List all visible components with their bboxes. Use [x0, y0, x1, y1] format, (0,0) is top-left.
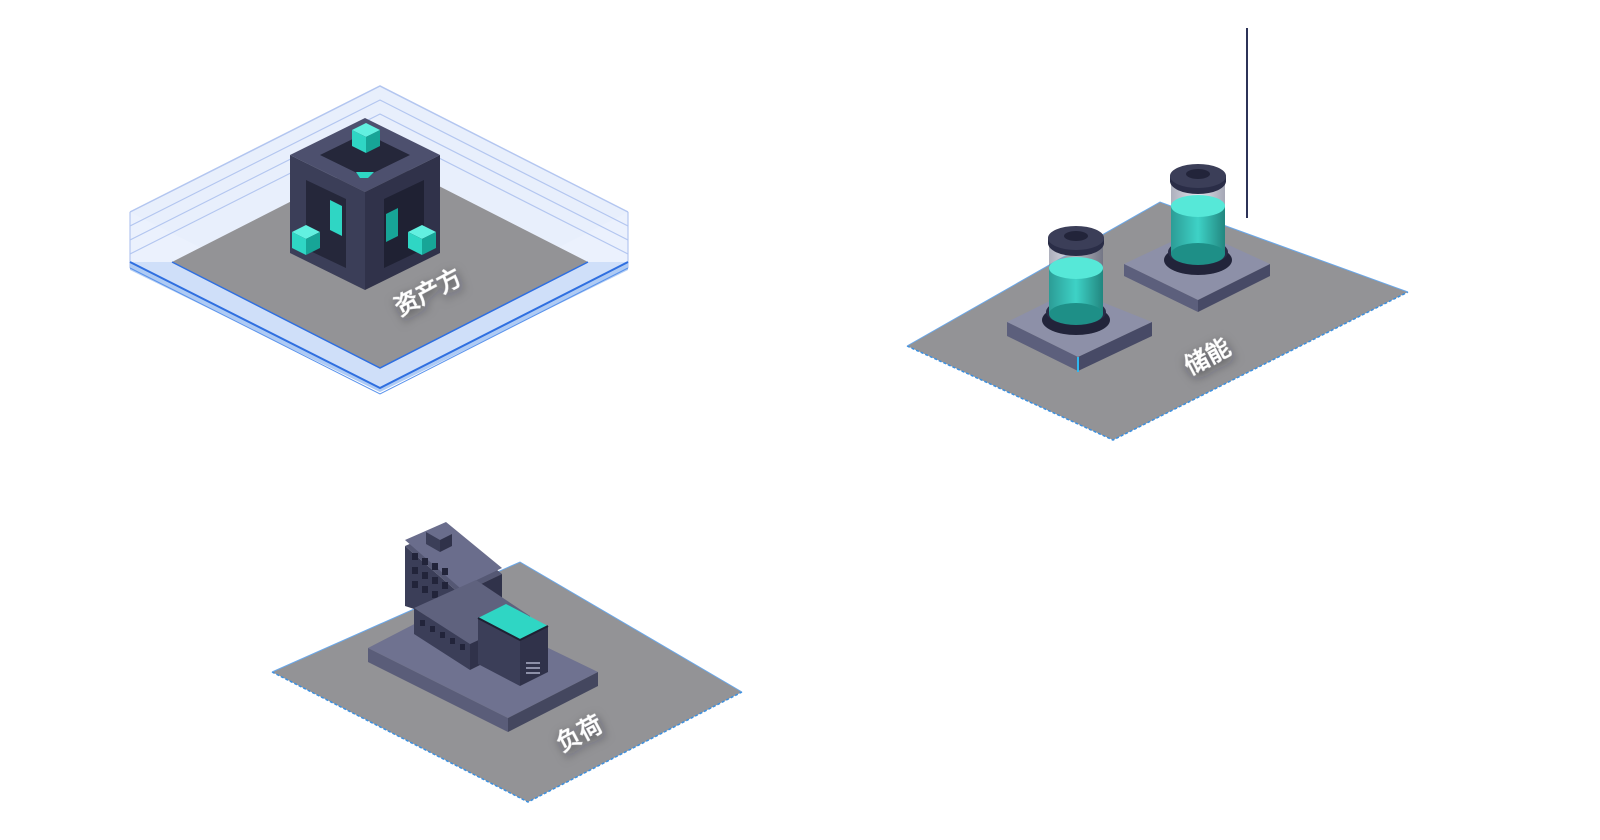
battery-cylinder-icon: [1042, 226, 1110, 335]
cube-node-icon: [290, 118, 440, 290]
asset-owner-group: 资产方: [129, 85, 629, 395]
office-building-icon: [405, 522, 549, 686]
storage-platform: [907, 202, 1408, 440]
battery-cylinder-icon: [1164, 164, 1232, 275]
teal-roof: [478, 604, 548, 640]
top-teal-cube: [352, 123, 380, 153]
load-group: 负荷: [271, 522, 743, 803]
energy-storage-group: 储能: [906, 28, 1409, 441]
right-teal-cube: [408, 225, 436, 255]
left-teal-cube: [292, 225, 320, 255]
